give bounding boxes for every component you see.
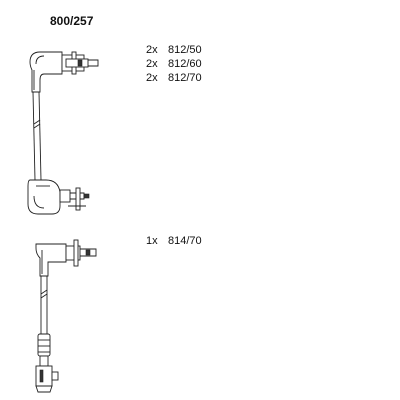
- coil-lead-illustration: [35, 239, 97, 393]
- spec-qty: 2x: [146, 58, 158, 70]
- spec-qty: 2x: [146, 44, 158, 56]
- spec-qty: 1x: [146, 235, 158, 247]
- spec-list-spark-plug-leads: 2x 812/50 2x 812/60 2x 812/70: [146, 43, 202, 85]
- coil-lead-cable: [40, 276, 48, 334]
- coil-terminal: [35, 365, 59, 393]
- spec-row: 2x 812/70: [146, 71, 202, 85]
- spec-code: 814/70: [168, 235, 202, 247]
- spec-row: 2x 812/50: [146, 43, 202, 57]
- spec-qty: 2x: [146, 72, 158, 84]
- coil-straight-boot: [37, 333, 51, 367]
- lead-cable: [32, 91, 42, 181]
- spec-code: 812/70: [168, 72, 202, 84]
- spec-list-coil-lead: 1x 814/70: [146, 234, 202, 248]
- spec-code: 812/60: [168, 58, 202, 70]
- coil-top-boot: [35, 239, 97, 277]
- top-angled-boot: [29, 51, 99, 93]
- part-number-title: 800/257: [50, 14, 94, 28]
- bottom-angled-boot: [27, 179, 90, 215]
- spark-plug-lead-illustration: [27, 51, 99, 215]
- spec-row: 2x 812/60: [146, 57, 202, 71]
- spec-code: 812/50: [168, 44, 202, 56]
- spec-row: 1x 814/70: [146, 234, 202, 248]
